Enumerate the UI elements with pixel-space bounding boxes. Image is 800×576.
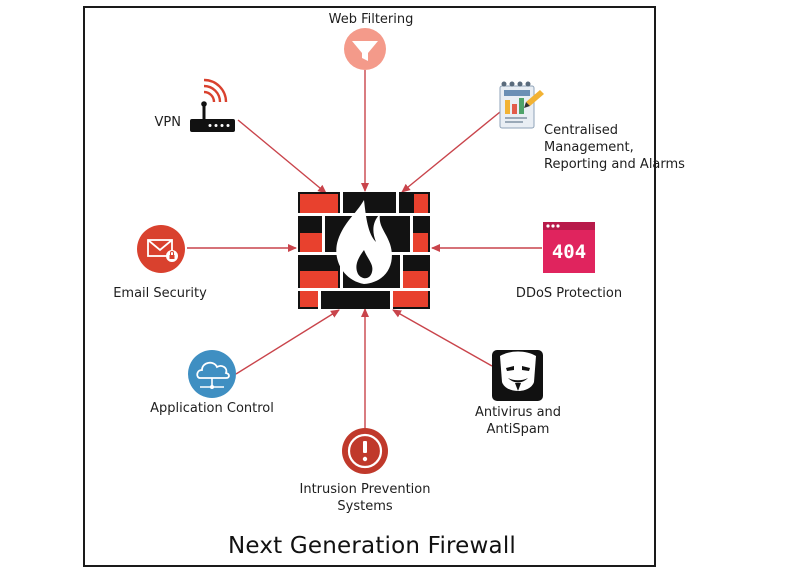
label-antivirus-antispam: Antivirus and AntiSpam bbox=[474, 405, 562, 437]
label-application-control: Application Control bbox=[150, 401, 274, 416]
arrow-centralised-management bbox=[401, 111, 501, 193]
exclamation-alert-icon bbox=[342, 428, 388, 474]
cloud-network-icon bbox=[188, 350, 236, 398]
label-web-filtering: Web Filtering bbox=[328, 12, 414, 27]
label-email-security: Email Security bbox=[113, 286, 207, 301]
diagram-frame bbox=[83, 6, 656, 567]
svg-text:404: 404 bbox=[552, 241, 586, 263]
arrow-vpn bbox=[237, 119, 327, 194]
label-vpn: VPN bbox=[154, 115, 181, 130]
label-centralised-management: Centralised Management, Reporting and Al… bbox=[544, 123, 685, 172]
report-document-icon bbox=[499, 81, 544, 129]
locked-envelope-icon bbox=[137, 225, 185, 273]
arrow-application-control bbox=[235, 309, 340, 375]
404-error-page-icon: 404 bbox=[543, 222, 595, 273]
anonymous-mask-icon bbox=[492, 350, 543, 401]
arrow-antivirus-antispam bbox=[392, 309, 493, 367]
label-ddos-protection: DDoS Protection bbox=[515, 286, 623, 301]
firewall-brick-wall-with-flame-icon bbox=[298, 192, 430, 309]
diagram-title: Next Generation Firewall bbox=[227, 533, 517, 559]
filter-funnel-icon bbox=[344, 28, 386, 70]
connector-arrows bbox=[187, 70, 542, 428]
wifi-router-icon bbox=[190, 78, 235, 132]
label-intrusion-prevention: Intrusion Prevention Systems bbox=[299, 482, 431, 514]
